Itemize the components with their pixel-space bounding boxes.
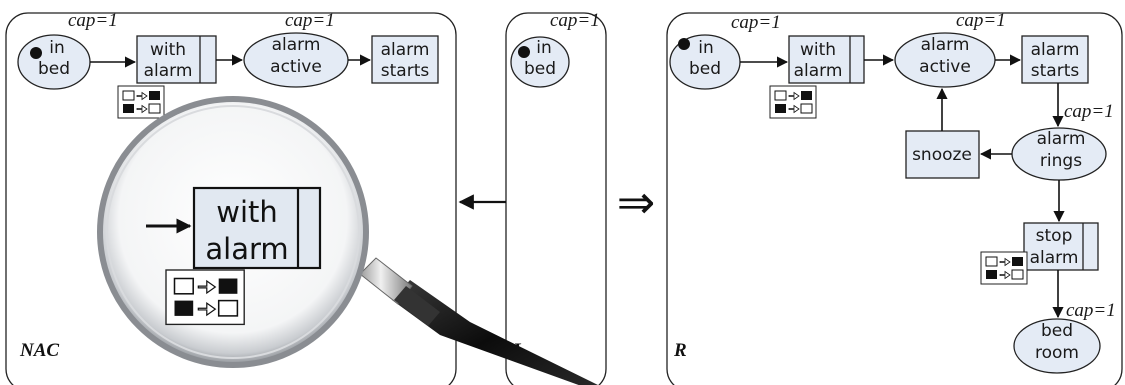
magnifier-handle	[392, 280, 598, 385]
place-label: alarm	[921, 35, 970, 55]
panel-label-r: R	[673, 340, 687, 361]
transition-stop-alarm	[1023, 222, 1099, 271]
transition-label: starts	[1031, 61, 1080, 81]
r-net: in bed cap=1 with alarm alarm active cap…	[669, 10, 1116, 374]
panel-label-nac: NAC	[19, 340, 59, 361]
r-panel-frame	[666, 12, 1123, 385]
token	[30, 47, 42, 59]
cap-label: cap=1	[1064, 101, 1114, 122]
cap-label: cap=1	[731, 12, 781, 33]
cap-label: cap=1	[285, 10, 335, 31]
transition-label: alarm	[1030, 248, 1079, 268]
magnified-label: alarm	[205, 232, 288, 266]
place-label: bed	[524, 59, 556, 79]
cap-label: cap=1	[550, 10, 600, 31]
transition-alarm-starts	[371, 35, 439, 84]
transition-label: starts	[381, 61, 430, 81]
place-label: rings	[1040, 151, 1082, 171]
token	[518, 46, 530, 58]
magnifying-glass-icon: with alarm	[97, 96, 598, 385]
transition-with-alarm	[136, 35, 217, 84]
place-label: active	[270, 57, 322, 77]
transition-label: with	[800, 40, 836, 60]
place-label: in	[536, 38, 552, 58]
magnified-label: with	[216, 195, 278, 229]
transition-snooze	[905, 130, 980, 179]
cap-label: cap=1	[956, 10, 1006, 31]
transition-label: alarm	[144, 61, 193, 81]
toggle-switch-icon	[980, 251, 1028, 285]
place-label: alarm	[272, 35, 321, 55]
nac-net: in bed cap=1 with alarm alarm active cap…	[17, 10, 439, 119]
token	[678, 38, 690, 50]
place-label: room	[1035, 343, 1079, 363]
place-label: bed	[38, 59, 70, 79]
toggle-switch-icon	[769, 85, 817, 119]
transition-with-alarm	[788, 35, 865, 84]
place-label: in	[49, 38, 65, 58]
place-label: active	[919, 57, 971, 77]
toggle-switch-icon	[117, 85, 165, 119]
transition-label: alarm	[1031, 40, 1080, 60]
transition-label: stop	[1036, 226, 1073, 246]
double-arrow-icon: ⇒	[617, 175, 656, 229]
transition-label: with	[150, 40, 186, 60]
transition-label: alarm	[794, 61, 843, 81]
nac-panel-frame	[5, 12, 457, 385]
magnified-toggle-switch-icon	[165, 269, 245, 326]
place-label: bed	[689, 59, 721, 79]
cap-label: cap=1	[68, 10, 118, 31]
transition-label: snooze	[912, 145, 972, 165]
cap-label: cap=1	[1066, 300, 1116, 321]
place-label: alarm	[1037, 129, 1086, 149]
place-label: in	[698, 38, 714, 58]
place-bed-room	[1013, 318, 1101, 374]
transition-alarm-starts	[1021, 35, 1089, 84]
transition-label: alarm	[381, 40, 430, 60]
place-label: bed	[1041, 321, 1073, 341]
l-net: in bed cap=1	[510, 10, 600, 88]
